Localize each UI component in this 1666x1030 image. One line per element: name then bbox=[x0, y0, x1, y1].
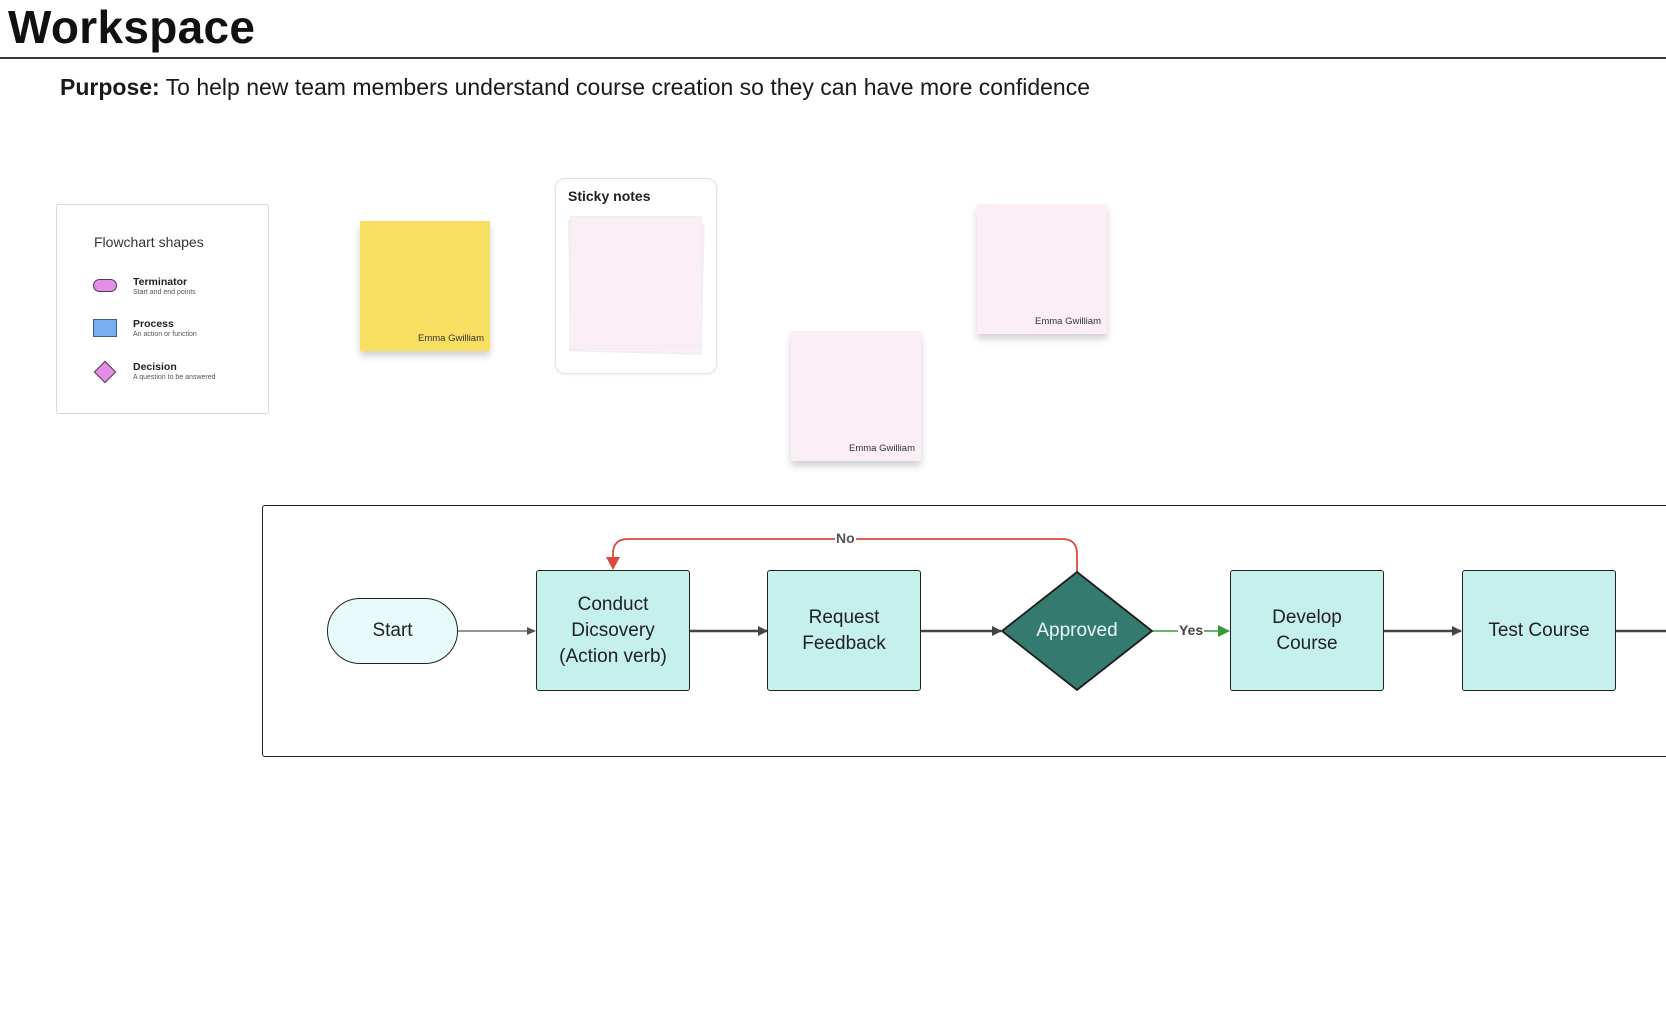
conduct-discovery-label: Conduct Dicsovery (Action verb) bbox=[559, 593, 667, 667]
legend-item-name: Process bbox=[133, 318, 174, 330]
edge-label-yes: Yes bbox=[1178, 622, 1205, 638]
purpose-label: Purpose: bbox=[60, 74, 160, 100]
flowchart-frame[interactable] bbox=[262, 505, 1666, 757]
start-node[interactable]: Start bbox=[327, 598, 458, 664]
test-course-node[interactable]: Test Course bbox=[1462, 570, 1616, 691]
request-feedback-label: Request Feedback bbox=[802, 606, 886, 654]
purpose-text: To help new team members understand cour… bbox=[159, 74, 1091, 100]
legend-item-desc: Start and end points bbox=[133, 289, 196, 296]
sticky-author: Emma Gwilliam bbox=[849, 443, 915, 454]
approved-decision-label: Approved bbox=[1036, 620, 1118, 641]
sticky-note-pink[interactable]: Emma Gwilliam bbox=[791, 331, 921, 461]
conduct-discovery-node[interactable]: Conduct Dicsovery (Action verb) bbox=[536, 570, 690, 691]
sticky-stack-title: Sticky notes bbox=[568, 188, 651, 204]
purpose-statement: Purpose: To help new team members unders… bbox=[60, 74, 1090, 101]
edge-label-no: No bbox=[835, 530, 856, 546]
legend-item-process: Process An action or function bbox=[93, 318, 263, 349]
stacked-note bbox=[570, 216, 702, 346]
start-node-label: Start bbox=[372, 620, 413, 641]
terminator-shape-icon bbox=[93, 279, 117, 292]
legend-item-name: Decision bbox=[133, 361, 177, 373]
flowchart-shapes-legend[interactable]: Flowchart shapes Terminator Start and en… bbox=[56, 204, 269, 414]
page-title: Workspace bbox=[8, 1, 256, 53]
legend-item-name: Terminator bbox=[133, 276, 188, 288]
title-divider bbox=[0, 57, 1666, 59]
test-course-label: Test Course bbox=[1488, 619, 1590, 641]
edge-no-arrowhead bbox=[606, 557, 620, 570]
approved-decision-shape bbox=[1000, 570, 1154, 692]
approved-decision-node[interactable]: Approved bbox=[1002, 572, 1152, 690]
legend-item-decision: Decision A question to be answered bbox=[93, 360, 263, 392]
develop-course-node[interactable]: Develop Course bbox=[1230, 570, 1384, 691]
legend-title: Flowchart shapes bbox=[94, 234, 204, 250]
sticky-author: Emma Gwilliam bbox=[418, 333, 484, 344]
process-shape-icon bbox=[93, 319, 117, 337]
sticky-note-yellow[interactable]: Emma Gwilliam bbox=[360, 221, 490, 351]
request-feedback-node[interactable]: Request Feedback bbox=[767, 570, 921, 691]
legend-item-desc: A question to be answered bbox=[133, 374, 216, 381]
sticky-author: Emma Gwilliam bbox=[1035, 316, 1101, 327]
sticky-note-pink[interactable]: Emma Gwilliam bbox=[977, 204, 1107, 334]
legend-item-desc: An action or function bbox=[133, 331, 197, 338]
develop-course-label: Develop Course bbox=[1272, 606, 1342, 654]
legend-item-terminator: Terminator Start and end points bbox=[93, 276, 263, 307]
sticky-notes-stack[interactable]: Sticky notes bbox=[555, 178, 717, 374]
